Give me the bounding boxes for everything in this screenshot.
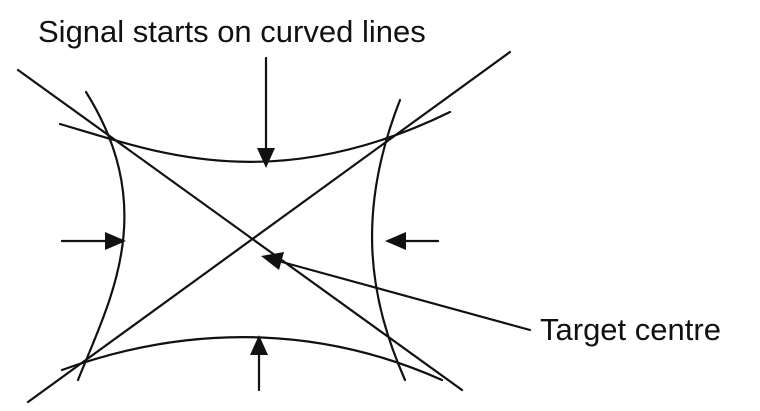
right-arrow	[385, 232, 440, 250]
diagonal-line-ascending	[26, 50, 512, 404]
bottom-arrow	[250, 335, 268, 392]
left-curved-line	[76, 90, 126, 382]
left-arrow	[60, 232, 126, 250]
curved-lines-caption: Signal starts on curved lines	[38, 14, 426, 49]
right-curved-line	[370, 98, 407, 382]
top-arrow	[257, 56, 275, 168]
bottom-curved-line	[60, 336, 444, 382]
target-centre-caption: Target centre	[540, 312, 721, 347]
diagonal-line-descending	[16, 68, 464, 392]
target-centre-leader	[261, 252, 532, 332]
top-curved-line	[58, 110, 452, 163]
